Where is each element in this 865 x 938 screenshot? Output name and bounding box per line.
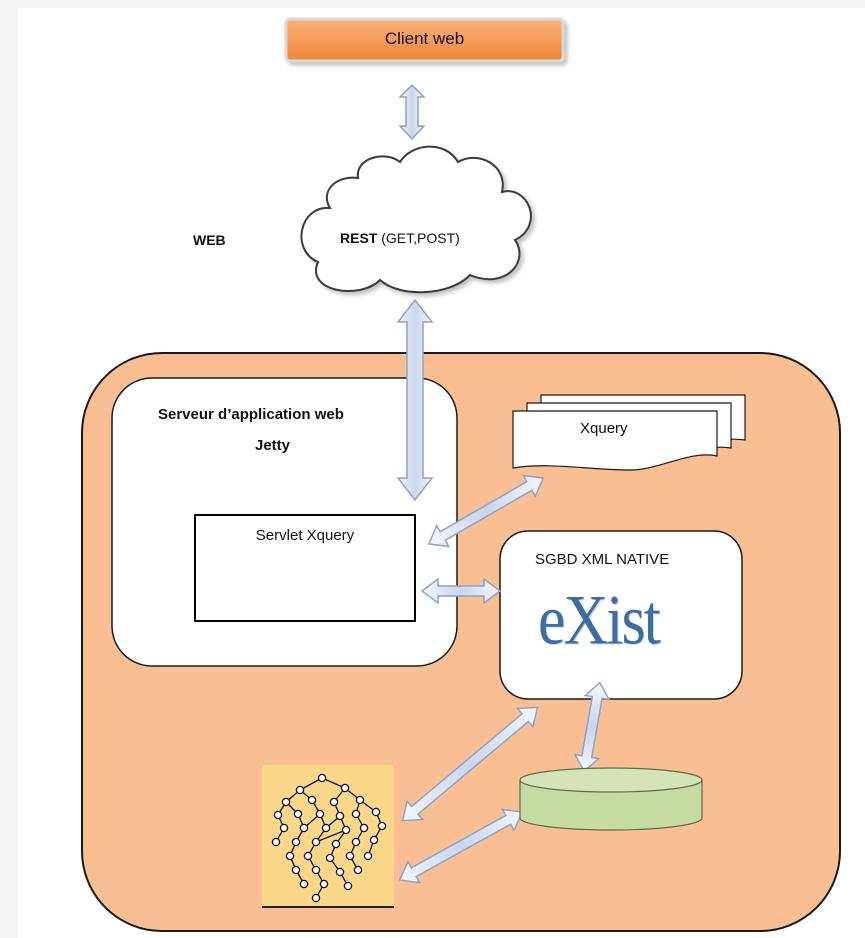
double-arrow-icon (420, 577, 502, 605)
servlet-box (194, 514, 416, 622)
tree-node (340, 783, 350, 793)
tree-node (341, 825, 351, 835)
tree-node (279, 823, 289, 833)
tree-node (371, 807, 381, 817)
tree-node (369, 835, 379, 845)
tree-node (353, 865, 363, 875)
tree-node (291, 865, 301, 875)
xquery-doc-label: Xquery (580, 420, 628, 437)
tree-node (295, 785, 305, 795)
tree-edge (315, 829, 347, 843)
tree-node (329, 797, 339, 807)
tree-node (351, 809, 361, 819)
servlet-label: Servlet Xquery (255, 527, 355, 544)
tree-node (355, 795, 365, 805)
tree-node (317, 773, 327, 783)
double-arrow-icon (396, 298, 434, 502)
server-title: Serveur d’application web (158, 406, 344, 423)
tree-node (351, 837, 361, 847)
exist-logo: eXist (538, 581, 661, 660)
xml-tree-icon (262, 765, 394, 908)
cloud-label: REST (GET,POST) (340, 230, 460, 246)
tree-node (343, 881, 353, 891)
double-arrow-icon (401, 706, 539, 822)
tree-node (331, 839, 341, 849)
double-arrow-icon (398, 83, 426, 141)
tree-node (311, 837, 321, 847)
tree-node (273, 810, 283, 820)
tree-node (363, 851, 373, 861)
tree-node (311, 893, 321, 903)
tree-node (315, 809, 325, 819)
tree-node (281, 797, 291, 807)
tree-node (307, 795, 317, 805)
sgbd-label: SGBD XML NATIVE (535, 551, 670, 568)
client-web-label: Client web (384, 29, 465, 48)
tree-node (377, 821, 387, 831)
tree-node (335, 811, 345, 821)
tree-node (335, 867, 345, 877)
rest-methods-label: (GET,POST) (377, 230, 460, 246)
tree-node (271, 837, 281, 847)
tree-node (321, 823, 331, 833)
server-subtitle: Jetty (255, 437, 291, 454)
cloud-icon (300, 145, 532, 294)
tree-node (303, 851, 313, 861)
tree-node (291, 837, 301, 847)
web-label: WEB (193, 232, 226, 248)
client-web-box (284, 17, 565, 63)
tree-node (319, 879, 329, 889)
tree-node (311, 865, 321, 875)
tree-node (299, 823, 309, 833)
tree-node (299, 879, 309, 889)
rest-label: REST (340, 230, 378, 246)
sgbd-box (499, 530, 743, 700)
tree-node (293, 809, 303, 819)
database-cylinder-icon (519, 767, 703, 831)
tree-node (285, 851, 295, 861)
tree-node (359, 823, 369, 833)
tree-node (345, 851, 355, 861)
document-stack-icon (512, 394, 746, 471)
double-arrow-icon (427, 474, 545, 548)
tree-node (325, 853, 335, 863)
